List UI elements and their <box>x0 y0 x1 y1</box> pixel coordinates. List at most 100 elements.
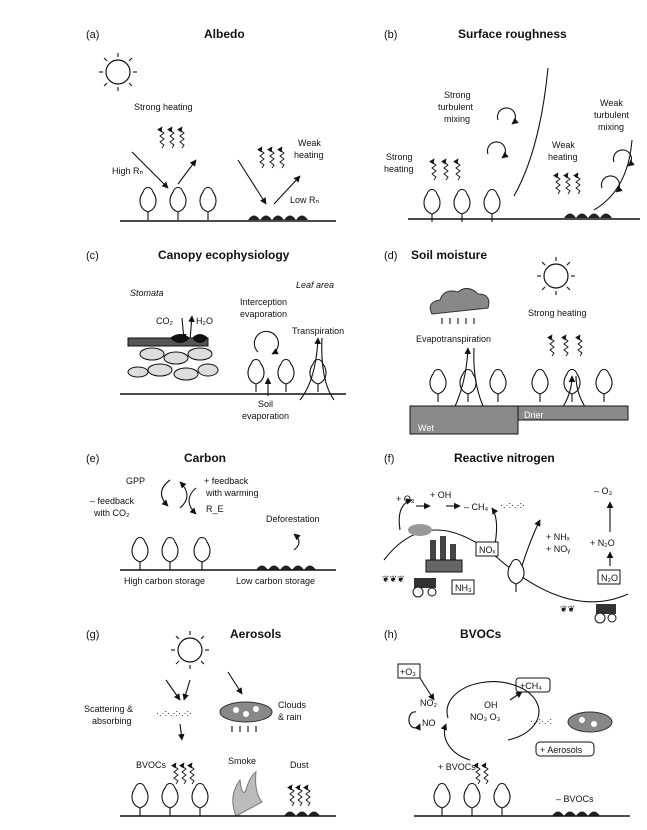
drier-label: Drier <box>524 410 544 420</box>
sun-icon <box>170 630 210 670</box>
positive-feedback-label: with warming <box>205 488 259 498</box>
panel-title: Soil moisture <box>411 248 487 262</box>
cloud-icon <box>429 288 490 324</box>
panel-title: Reactive nitrogen <box>454 451 555 465</box>
heat-wave-icon <box>180 127 184 148</box>
no-label: NO <box>422 718 436 728</box>
soil-evaporation-label: evaporation <box>242 411 289 421</box>
panel-albedo: (a) Albedo Strong heating High Rₙ Weak h… <box>86 27 336 222</box>
leaf-area-label: Leaf area <box>296 280 334 290</box>
turbulence-loop-icon <box>487 142 505 158</box>
bvocs-label: BVOCs <box>136 760 167 770</box>
weak-heating-label: heating <box>548 152 578 162</box>
transpiration-arrow <box>299 337 322 401</box>
heat-wave-icon <box>260 147 264 168</box>
tree-icon <box>493 782 511 817</box>
tree-icon <box>423 188 441 223</box>
weak-mixing-label: turbulent <box>594 110 630 120</box>
dust-label: Dust <box>290 760 309 770</box>
tree-icon <box>453 188 471 223</box>
aerosol-dots: ·.·:·.·: <box>530 716 552 726</box>
low-storage-label: Low carbon storage <box>236 576 315 586</box>
heat-wave-icon <box>578 335 582 356</box>
heat-wave-icon <box>170 127 174 148</box>
bvoc-wave-icon <box>182 763 186 784</box>
weak-mixing-label: Weak <box>600 98 623 108</box>
bvoc-wave-icon <box>190 763 194 784</box>
tree-icon <box>277 358 295 393</box>
wind-profile-curve <box>593 139 633 211</box>
grass-icon <box>564 213 576 218</box>
high-storage-label: High carbon storage <box>124 576 205 586</box>
tree-icon <box>193 536 211 571</box>
low-rn-label: Low Rₙ <box>290 195 320 205</box>
panel-title: Albedo <box>204 27 245 41</box>
grass-icon <box>284 215 296 220</box>
n2o-box-label: N₂O <box>601 573 618 583</box>
plus-noy-label: + NOᵧ <box>546 544 570 554</box>
tree-icon <box>131 536 149 571</box>
tractor-icon <box>412 578 437 598</box>
strong-heating-label: heating <box>384 164 414 174</box>
heat-wave-icon <box>564 335 568 356</box>
tree-icon <box>169 186 187 221</box>
panel-soil-moisture: (d) Soil moisture Evapotranspiration Str… <box>384 248 629 435</box>
turbulence-loop-icon <box>613 150 631 166</box>
plus-n2o-label: + N₂O <box>590 538 615 548</box>
heat-wave-icon <box>566 173 570 194</box>
sun-icon <box>536 256 576 296</box>
nox-cycle-arrow <box>408 711 421 731</box>
drier-soil-block <box>517 405 629 421</box>
tractor-icon <box>594 604 617 624</box>
panel-letter: (g) <box>86 629 99 641</box>
strong-heating-label: Strong <box>386 152 413 162</box>
weak-heating-label: Weak <box>552 140 575 150</box>
nox-box-label: NOₓ <box>479 545 496 555</box>
strong-mixing-label: turbulent <box>438 102 474 112</box>
interception-label: evaporation <box>240 309 287 319</box>
plus-bvocs-label: + BVOCs <box>438 762 476 772</box>
clouds-label: Clouds <box>278 700 307 710</box>
interception-label: Interception <box>240 297 287 307</box>
heat-wave-icon <box>556 173 560 194</box>
o3-box-label: +O₃ <box>400 667 416 677</box>
h2o-label: H₂O <box>196 316 213 326</box>
tree-icon <box>161 782 179 817</box>
panel-carbon: (e) Carbon GPP – feedback with CO₂ + fee… <box>86 451 336 586</box>
panel-letter: (a) <box>86 29 99 41</box>
aerosols-box <box>535 741 595 757</box>
interception-loop <box>253 330 279 355</box>
fire-icon <box>232 770 263 817</box>
gpp-arrow <box>160 479 171 507</box>
grass-icon <box>260 215 272 220</box>
tree-icon <box>489 368 507 403</box>
tree-icon <box>563 368 581 403</box>
strong-mixing-label: Strong <box>444 90 471 100</box>
cloud-icon <box>219 701 273 732</box>
panel-title: BVOCs <box>460 627 502 641</box>
panel-letter: (b) <box>384 29 397 41</box>
panel-letter: (e) <box>86 453 99 465</box>
respiration-arrow <box>188 487 197 515</box>
transpiration-arrow <box>321 337 335 401</box>
deposition-arrow <box>519 519 541 573</box>
bvoc-wave-icon <box>174 763 178 784</box>
minus-ch4-label: – CH₄ <box>464 502 489 512</box>
strong-heating-label: Strong heating <box>134 102 193 112</box>
soil-evaporation-label: Soil <box>258 399 273 409</box>
transpiration-label: Transpiration <box>292 326 344 336</box>
tree-icon <box>131 782 149 817</box>
tree-icon <box>247 358 265 393</box>
tree-icon <box>507 558 525 593</box>
nox-arrow <box>398 498 413 531</box>
n2o-box <box>597 569 621 585</box>
heat-wave-icon <box>270 147 274 168</box>
aerosols-box-label: + Aerosols <box>540 745 583 755</box>
tree-icon <box>433 782 451 817</box>
gpp-label: GPP <box>126 476 145 486</box>
panel-letter: (h) <box>384 629 397 641</box>
strong-heating-label: Strong heating <box>528 308 587 318</box>
co2-label: CO₂ <box>156 316 174 326</box>
panel-letter: (f) <box>384 453 394 465</box>
